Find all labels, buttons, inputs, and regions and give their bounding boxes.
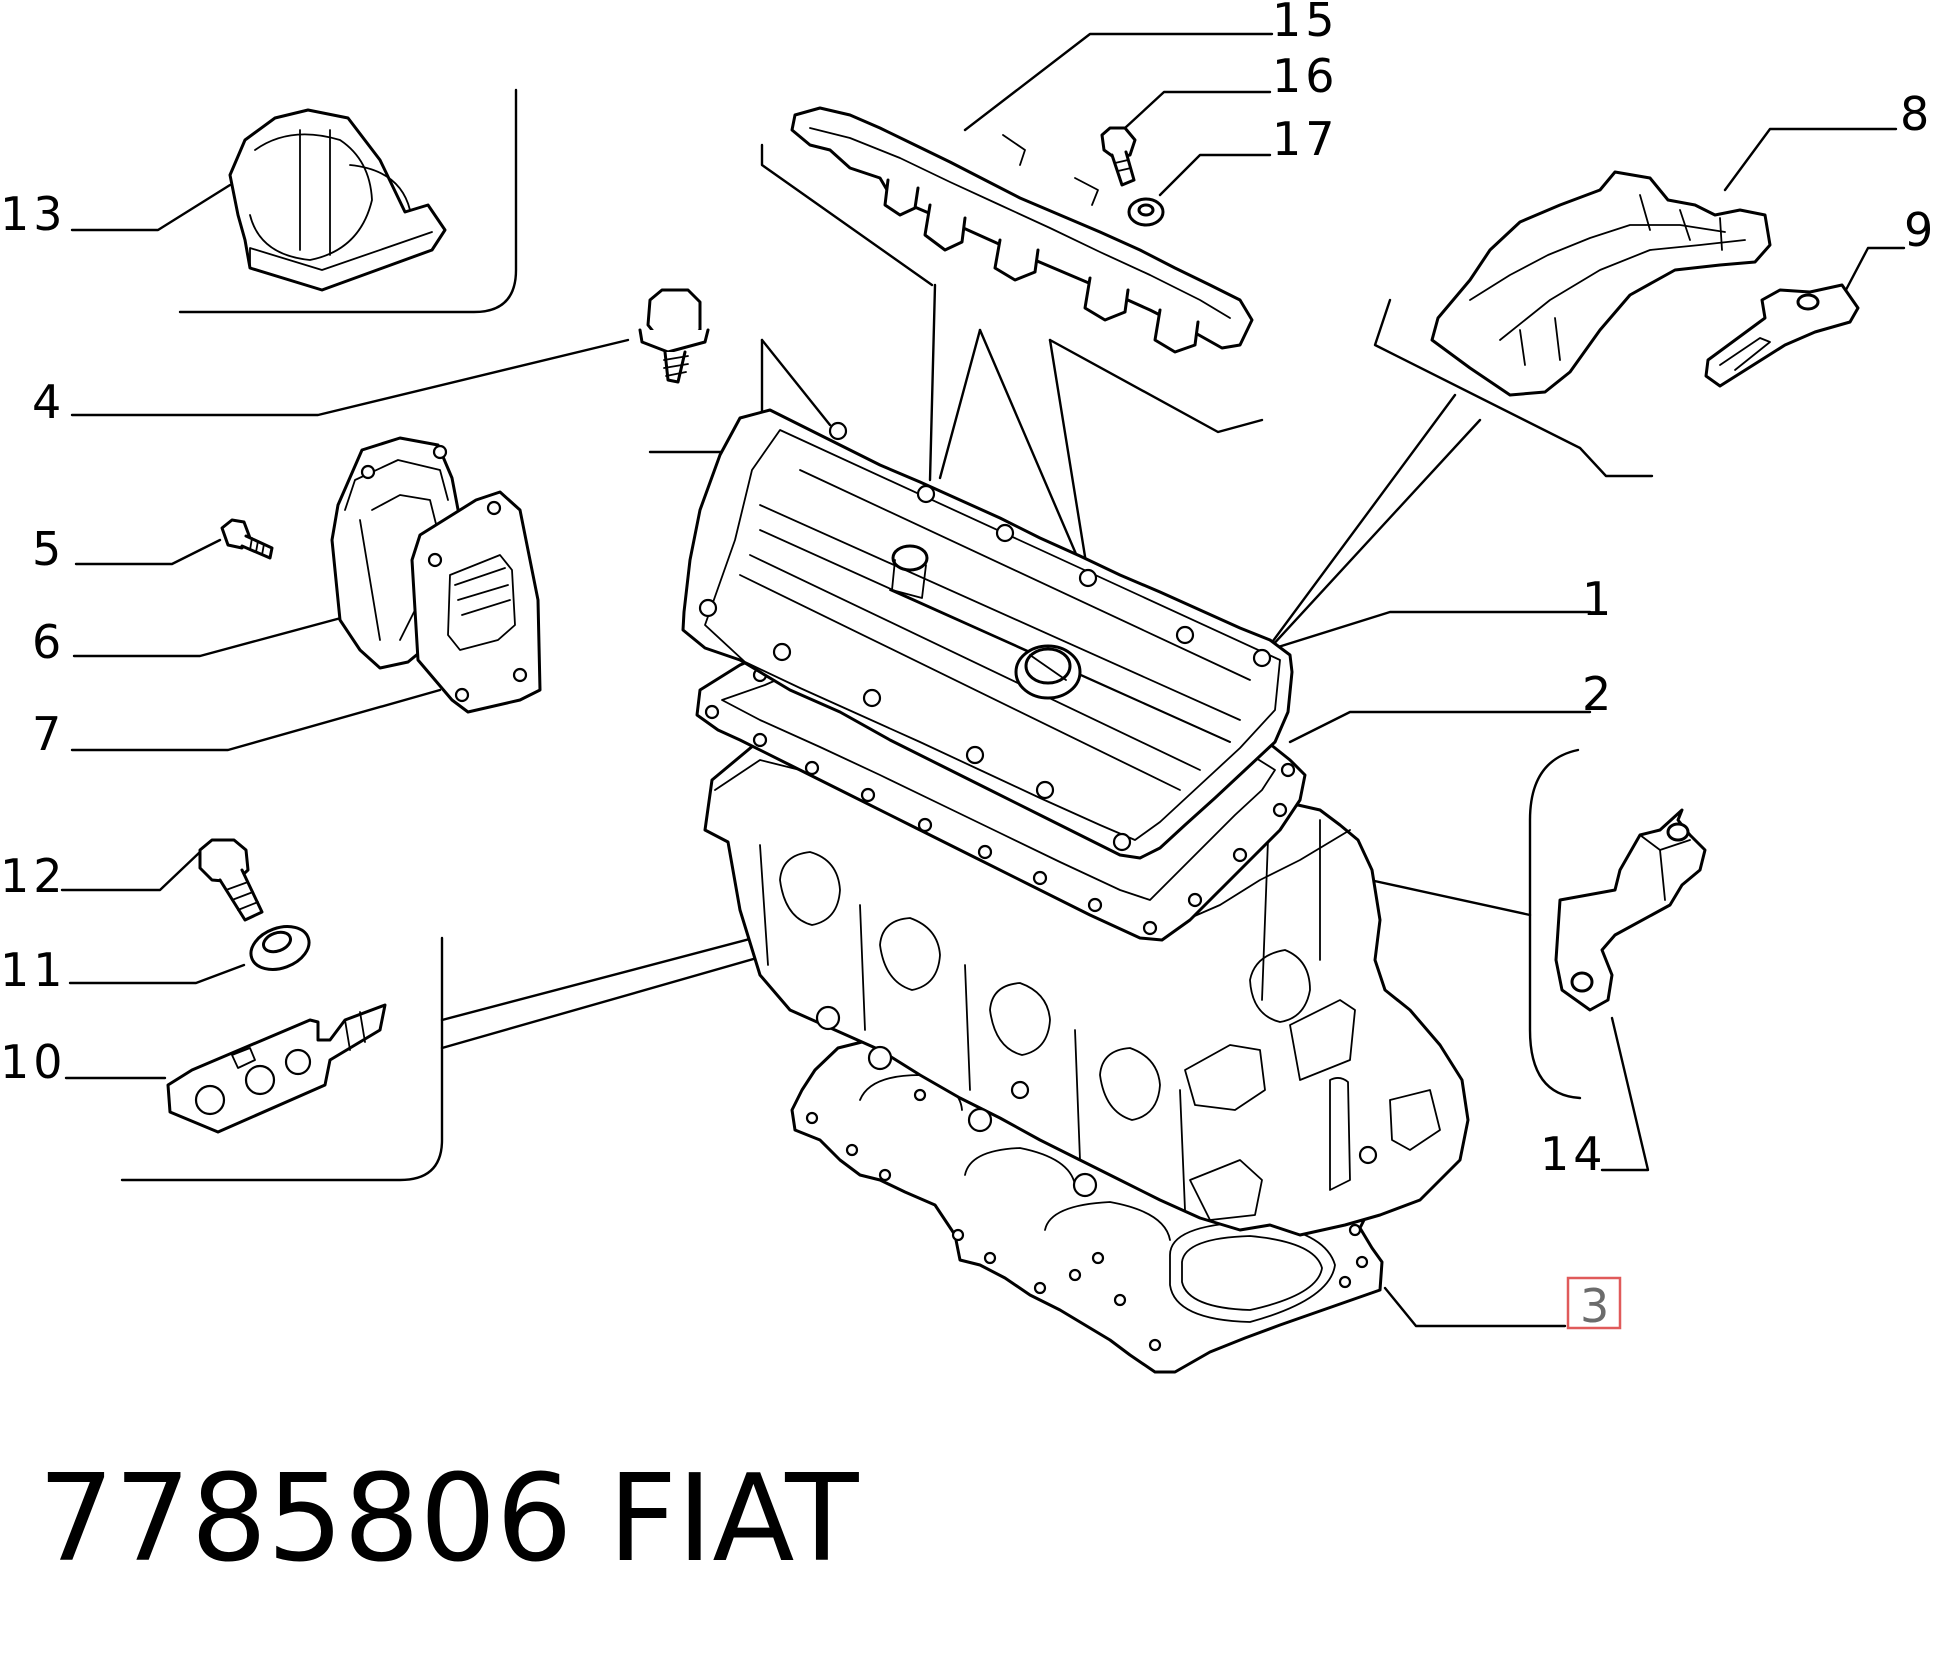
part-7-gasket <box>410 490 542 714</box>
part-14-bracket <box>1554 808 1707 1012</box>
part-4-bolt <box>638 288 710 384</box>
callout-17: 17 <box>1272 112 1339 166</box>
part-1-valve-cover <box>681 408 1294 860</box>
callout-10: 10 <box>0 1035 67 1089</box>
part-17-washer <box>1127 197 1165 227</box>
callout-1: 1 <box>1582 572 1615 626</box>
callout-16: 16 <box>1272 49 1339 103</box>
callout-15: 15 <box>1272 0 1339 47</box>
callout-9: 9 <box>1904 203 1935 257</box>
part-6-housing <box>330 436 462 670</box>
callout-2: 2 <box>1582 667 1615 721</box>
callout-6: 6 <box>32 615 65 669</box>
part-9-bracket <box>1704 283 1860 388</box>
part-8-cover <box>1430 170 1772 397</box>
callout-3-highlight-box <box>1566 1276 1622 1330</box>
brand-name: FIAT <box>608 1450 859 1589</box>
callout-4: 4 <box>32 375 65 429</box>
callout-12: 12 <box>0 849 67 903</box>
part-5-screw <box>220 518 274 560</box>
callout-8: 8 <box>1900 87 1933 141</box>
footer: 7785806 FIAT <box>38 1450 859 1589</box>
callout-5: 5 <box>32 522 65 576</box>
part-number: 7785806 <box>38 1450 572 1589</box>
part-15-rail <box>790 106 1254 354</box>
callout-11: 11 <box>0 943 67 997</box>
part-12-bolt <box>198 838 264 922</box>
part-10-clip <box>166 1003 387 1134</box>
part-16-bolt <box>1100 126 1137 187</box>
part-11-washer <box>249 925 311 971</box>
part-13-clamp <box>228 108 447 292</box>
callout-14: 14 <box>1540 1127 1607 1181</box>
callout-3: 3 <box>1580 1279 1609 1333</box>
callout-labels: 1 2 3 4 5 6 7 8 9 10 11 12 13 14 15 16 1… <box>0 0 1935 1333</box>
callout-13: 13 <box>0 187 67 241</box>
callout-7: 7 <box>32 707 65 761</box>
